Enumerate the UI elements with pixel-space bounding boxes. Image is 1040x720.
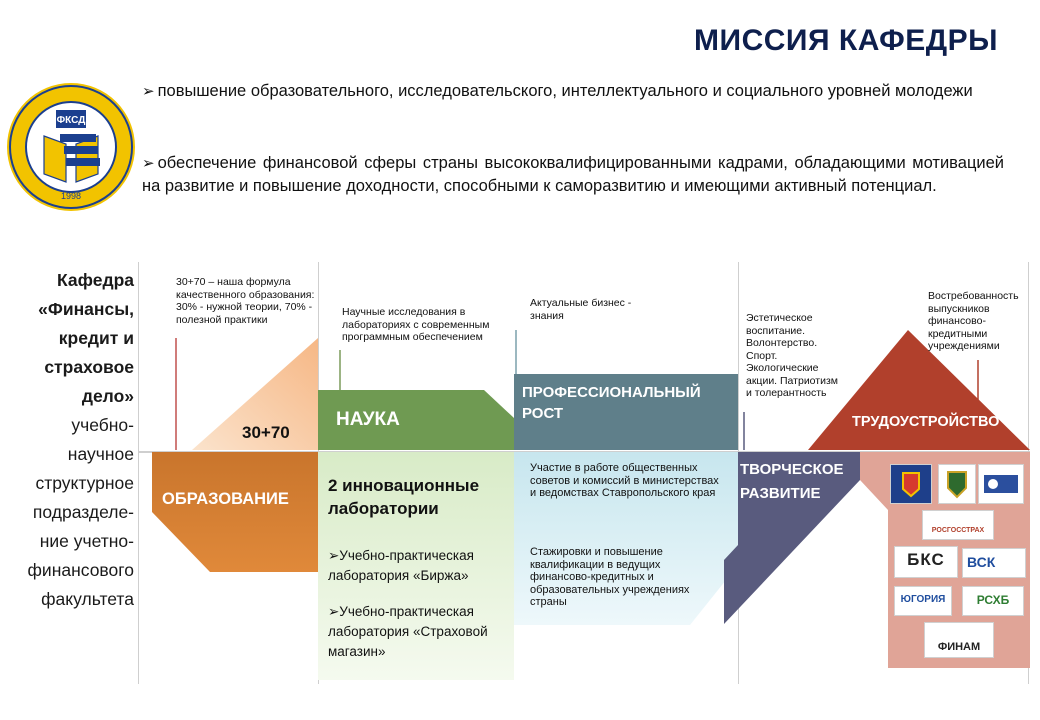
employment-stage-shape (808, 330, 1030, 450)
bcs-logo: БКС (894, 546, 958, 578)
growth-description-1: Участие в работе общественных советов и … (530, 462, 719, 499)
rosgosstrakh-logo: РОСГОССТРАХ (922, 510, 994, 540)
lab-item-birzha: ➢Учебно-практическая лаборатория «Биржа» (328, 548, 474, 583)
education-label: ОБРАЗОВАНИЕ (162, 490, 289, 508)
dept-line: учебно- (71, 415, 134, 435)
coat-of-arms-icon (902, 472, 920, 498)
dept-line: финансового (27, 560, 134, 580)
science-label: НАУКА (336, 409, 400, 430)
ministry-icon (984, 475, 1018, 493)
coat-of-arms-logo (890, 464, 932, 504)
growth-note: Актуальные бизнес - знания (530, 297, 632, 322)
mission-item-2: ➢обеспечение финансовой сферы страны выс… (142, 152, 1004, 197)
university-emblem: ФКСД 1998 (7, 83, 135, 211)
growth-stage-shape (514, 374, 738, 450)
dept-line: ние учетно- (39, 531, 134, 551)
dept-line: страховое (44, 357, 134, 377)
education-stage-shape (152, 452, 318, 572)
ministry-logo (978, 464, 1024, 504)
rosgosstrakh-text: РОСГОССТРАХ (931, 527, 985, 534)
yugoria-logo: ЮГОРИЯ (894, 586, 952, 616)
vsk-logo: ВСК (962, 548, 1026, 578)
dept-line: структурное (35, 473, 134, 493)
labs-title: 2 инновационные лаборатории (328, 476, 480, 518)
growth-description-2: Стажировки и повышение квалификации в ве… (530, 546, 690, 608)
lab-item-insurance-shop: ➢Учебно-практическая лаборатория «Страхо… (328, 604, 488, 659)
creative-label: ТВОРЧЕСКОЕ РАЗВИТИЕ (740, 461, 844, 502)
column-divider (138, 262, 139, 684)
education-note: 30+70 – наша формула качественного образ… (176, 276, 315, 326)
page-title: МИССИЯ КАФЕДРЫ (694, 24, 998, 57)
dept-line: «Финансы, (38, 299, 134, 319)
dept-line: факультета (41, 589, 134, 609)
dept-line: Кафедра (57, 270, 134, 290)
dept-line: научное (67, 444, 134, 464)
regional-arms-logo (938, 464, 976, 504)
bcs-text: БКС (907, 550, 945, 569)
finam-text: ФИНАМ (937, 641, 981, 653)
university-logo: ФКСД 1998 (4, 78, 138, 216)
education-rise-shape (192, 338, 318, 450)
education-formula: 30+70 (242, 423, 290, 442)
finam-logo: ФИНАМ (924, 622, 994, 658)
mission-text-2: обеспечение финансовой сферы страны высо… (142, 154, 1004, 195)
growth-detail-shape (514, 452, 738, 625)
employment-label: ТРУДОУСТРОЙСТВО (852, 414, 1000, 430)
creative-note: Эстетическое воспитание. Волонтерство. С… (746, 312, 838, 399)
bullet-arrow-icon: ➢ (142, 83, 155, 100)
vsk-text: ВСК (967, 554, 996, 570)
rshb-text: РСХБ (976, 593, 1010, 607)
labs-stage-shape (318, 452, 514, 680)
svg-text:ФКСД: ФКСД (57, 115, 86, 126)
bullet-arrow-icon: ➢ (142, 155, 155, 172)
department-description: Кафедра «Финансы, кредит и страховое дел… (6, 266, 134, 614)
dept-line: кредит и (58, 328, 134, 348)
dept-line: дело» (81, 386, 134, 406)
mission-item-1: ➢повышение образовательного, исследовате… (142, 80, 1004, 103)
rshb-logo: РСХБ (962, 586, 1024, 616)
science-note: Научные исследования в лабораториях с со… (342, 306, 490, 343)
dept-line: подразделе- (32, 502, 134, 522)
growth-label: ПРОФЕССИОНАЛЬНЫЙ РОСТ (522, 384, 701, 422)
mission-text-1: повышение образовательного, исследовател… (157, 82, 973, 100)
yugoria-text: ЮГОРИЯ (900, 594, 946, 605)
regional-arms-icon (947, 471, 967, 499)
svg-text:1998: 1998 (61, 191, 81, 201)
employment-note: Востребованность выпускников финансово-к… (928, 290, 1019, 352)
science-stage-shape (318, 390, 514, 450)
creative-stage-shape (724, 452, 860, 624)
